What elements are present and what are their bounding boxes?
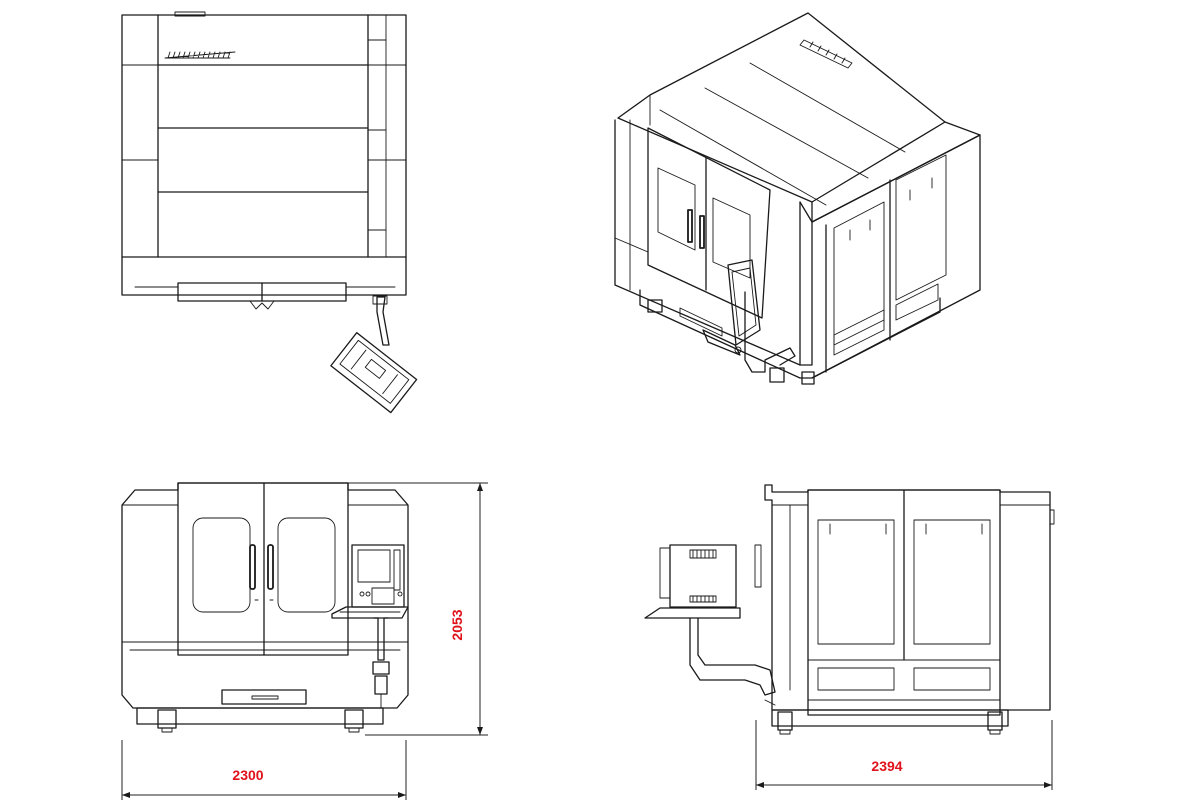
dimension-side-depth: 2394 [755, 720, 1053, 790]
side-view [644, 484, 1055, 735]
dimension-label-depth: 2394 [871, 758, 902, 774]
dimension-label-height: 2053 [449, 609, 465, 640]
dimension-front-width: 2300 [121, 740, 407, 800]
top-view [121, 11, 418, 414]
dimension-front-height: 2053 [348, 482, 488, 736]
dimension-label-width: 2300 [232, 767, 263, 783]
isometric-view [614, 12, 981, 385]
front-view [121, 482, 409, 733]
